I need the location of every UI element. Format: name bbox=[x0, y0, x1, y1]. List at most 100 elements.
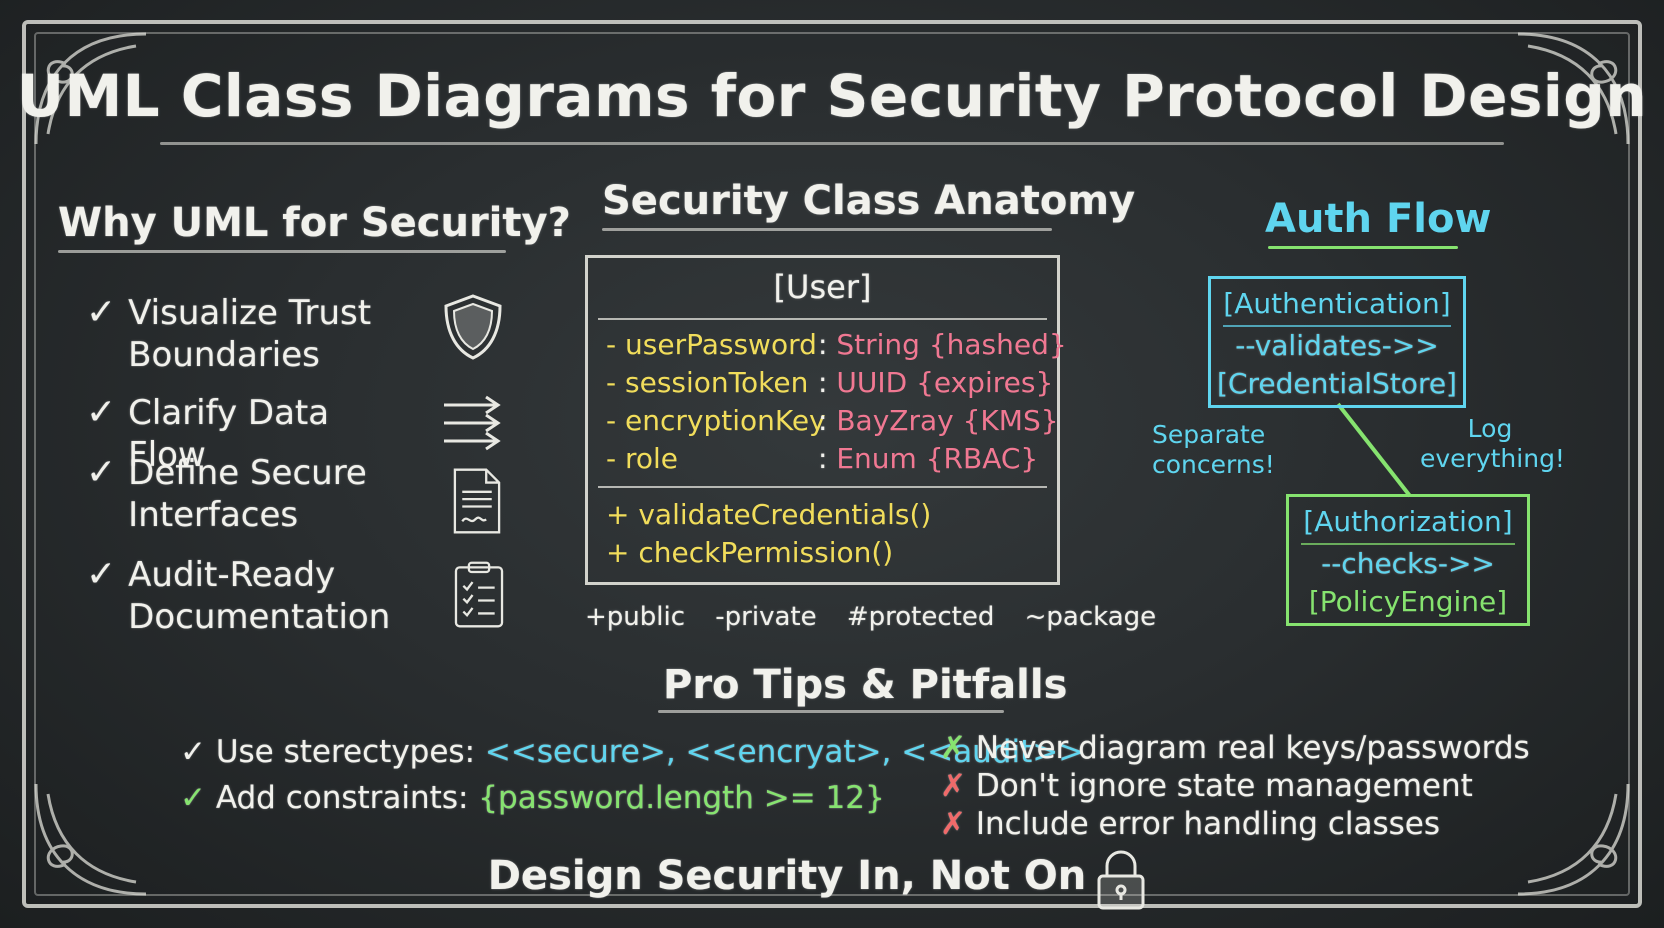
flow-box-title: [Authentication] bbox=[1223, 287, 1451, 320]
tips-heading: Pro Tips & Pitfalls bbox=[663, 662, 1068, 708]
tip-value: {password.length >= 12} bbox=[478, 780, 885, 816]
auth-flow-underline bbox=[1268, 246, 1458, 249]
benefit-line: Audit-Ready bbox=[128, 555, 336, 595]
attribute-constraint: {KMS} bbox=[962, 404, 1059, 437]
attribute-row: - userPassword: String {hashed} bbox=[606, 328, 1067, 361]
visibility-package: ~package bbox=[1024, 602, 1157, 632]
tip-dont-item: ✗ Never diagram real keys/passwords bbox=[940, 730, 1530, 766]
flow-target: [CredentialStore] bbox=[1217, 367, 1457, 400]
anatomy-heading: Security Class Anatomy bbox=[602, 178, 1136, 224]
attribute-constraint: {RBAC} bbox=[925, 442, 1039, 475]
attribute-name: - sessionToken bbox=[606, 366, 809, 399]
attribute-separator: : bbox=[818, 328, 828, 361]
corner-flourish-icon bbox=[1517, 32, 1630, 145]
visibility-public: +public bbox=[585, 602, 686, 632]
signed-document-icon bbox=[453, 468, 501, 534]
padlock-icon bbox=[1097, 850, 1145, 910]
why-heading-underline bbox=[58, 250, 506, 253]
method-row: + checkPermission() bbox=[606, 536, 894, 569]
flow-connector-line bbox=[1336, 402, 1412, 498]
chalkboard-frame bbox=[22, 20, 1642, 908]
check-icon: ✓ bbox=[86, 554, 117, 595]
flow-box-divider bbox=[1223, 325, 1451, 327]
authentication-box: [Authentication] --validates->> [Credent… bbox=[1208, 276, 1466, 408]
flow-relation: --validates->> bbox=[1235, 329, 1439, 362]
benefit-line: Define Secure bbox=[128, 453, 367, 493]
benefit-line: Visualize Trust bbox=[128, 293, 372, 333]
tip-label: Add constraints: bbox=[215, 780, 469, 816]
flow-box-divider bbox=[1301, 543, 1515, 545]
benefit-line: Boundaries bbox=[128, 335, 320, 375]
cross-icon: ✗ bbox=[940, 806, 966, 842]
tip-dont-item: ✗ Don't ignore state management bbox=[940, 768, 1473, 804]
tip-label: Use sterectypes: bbox=[215, 734, 476, 770]
attribute-type: String bbox=[836, 328, 920, 361]
attribute-separator: : bbox=[818, 404, 828, 437]
method-row: + validateCredentials() bbox=[606, 498, 932, 531]
visibility-protected: #protected bbox=[846, 602, 995, 632]
check-icon: ✓ bbox=[86, 392, 117, 433]
attribute-name: - userPassword bbox=[606, 328, 817, 361]
checklist-clipboard-icon bbox=[454, 561, 504, 628]
pitfall-text: Never diagram real keys/passwords bbox=[975, 730, 1530, 766]
corner-flourish-icon bbox=[1517, 783, 1630, 896]
tip-value: <<secure>, <<encryat>, <<audit>> bbox=[484, 734, 1085, 770]
page-title: UML Class Diagrams for Security Protocol… bbox=[16, 62, 1648, 130]
check-icon: ✓ bbox=[180, 780, 206, 816]
benefit-item: ✓ Clarify Data Flow bbox=[86, 392, 416, 476]
attribute-type: BayZray bbox=[836, 404, 954, 437]
tip-do-item: ✓ Use sterectypes: <<secure>, <<encryat>… bbox=[180, 734, 1084, 770]
shield-icon bbox=[444, 294, 502, 360]
footer-slogan: Design Security In, Not On bbox=[487, 853, 1087, 899]
note-line: concerns! bbox=[1152, 450, 1275, 479]
class-name: [User] bbox=[773, 268, 872, 306]
attribute-row: - role: Enum {RBAC} bbox=[606, 442, 1038, 475]
tips-heading-underline bbox=[658, 710, 1004, 713]
note-line: Separate bbox=[1152, 420, 1266, 449]
data-flow-arrows-icon bbox=[444, 395, 501, 451]
attribute-name: - role bbox=[606, 442, 679, 475]
flow-relation: --checks->> bbox=[1321, 547, 1495, 580]
note-line: everything! bbox=[1420, 444, 1565, 473]
attribute-separator: : bbox=[818, 442, 828, 475]
attribute-row: - sessionToken: UUID {expires} bbox=[606, 366, 1053, 399]
attribute-constraint: {expires} bbox=[916, 366, 1054, 399]
anatomy-heading-underline bbox=[602, 228, 1052, 231]
attribute-name: - encryptionKey bbox=[606, 404, 826, 437]
cross-icon: ✗ bbox=[940, 768, 966, 804]
benefit-line: Documentation bbox=[128, 597, 391, 637]
visibility-legend: +public -private #protected ~package bbox=[585, 602, 1178, 632]
pitfall-text: Include error handling classes bbox=[975, 806, 1440, 842]
tip-dont-item: ✗ Include error handling classes bbox=[940, 806, 1440, 842]
attribute-separator: : bbox=[818, 366, 828, 399]
class-divider bbox=[598, 318, 1047, 320]
cross-icon: ✗ bbox=[940, 730, 966, 766]
visibility-private: -private bbox=[715, 602, 817, 632]
attribute-type: UUID bbox=[836, 366, 908, 399]
class-divider bbox=[598, 486, 1047, 488]
corner-flourish-icon bbox=[34, 32, 147, 145]
note-log-everything: Log everything! bbox=[1420, 414, 1565, 474]
benefit-line: Interfaces bbox=[128, 495, 299, 535]
note-line: Log bbox=[1467, 414, 1513, 443]
check-icon: ✓ bbox=[180, 734, 206, 770]
why-heading: Why UML for Security? bbox=[58, 200, 571, 246]
tip-do-item: ✓ Add constraints: {password.length >= 1… bbox=[180, 780, 885, 816]
attribute-type: Enum bbox=[836, 442, 917, 475]
authorization-box: [Authorization] --checks->> [PolicyEngin… bbox=[1286, 494, 1530, 626]
auth-flow-heading: Auth Flow bbox=[1265, 196, 1492, 242]
attribute-constraint: {hashed} bbox=[928, 328, 1067, 361]
uml-class-box: [User] - userPassword: String {hashed} -… bbox=[585, 255, 1067, 585]
check-icon: ✓ bbox=[86, 292, 117, 333]
check-icon: ✓ bbox=[86, 452, 117, 493]
flow-box-title: [Authorization] bbox=[1303, 505, 1513, 538]
flow-target: [PolicyEngine] bbox=[1308, 585, 1508, 618]
note-separate-concerns: Separate concerns! bbox=[1152, 420, 1275, 480]
pitfall-text: Don't ignore state management bbox=[975, 768, 1473, 804]
attribute-row: - encryptionKey: BayZray {KMS} bbox=[606, 404, 1059, 437]
benefit-line: Clarify Data Flow bbox=[128, 393, 330, 475]
corner-flourish-icon bbox=[34, 783, 147, 896]
